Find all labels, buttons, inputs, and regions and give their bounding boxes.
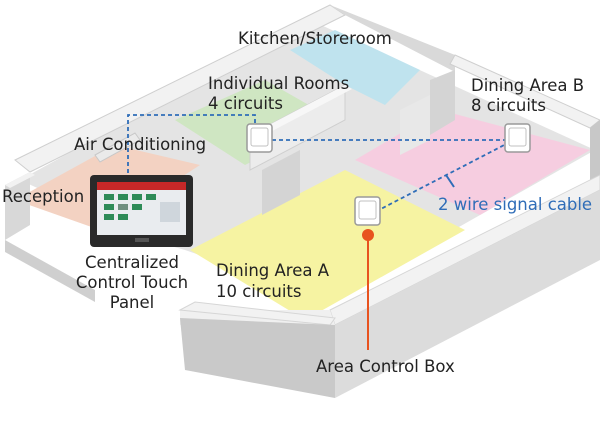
signal-cable-tick: [445, 174, 455, 188]
signal-cable-b-to-a: [374, 141, 511, 213]
partition-kitchen-top: [250, 85, 352, 139]
area-control-box-label: Area Control Box: [316, 357, 455, 376]
dining-area-a-circuits-label: 10 circuits: [216, 282, 302, 301]
left-wall-top: [5, 172, 35, 188]
individual-rooms-label: Individual Rooms: [208, 74, 350, 93]
signal-cable-label: 2 wire signal cable: [438, 195, 593, 214]
partition-center: [262, 150, 300, 215]
front-wall-left-side: [180, 318, 335, 398]
kitchen-zone: [290, 30, 420, 105]
partition-right: [430, 70, 455, 135]
air-conditioning-label: Air Conditioning: [74, 135, 207, 154]
front-wall-left-top2: [178, 301, 336, 326]
reception-wall: [5, 240, 95, 302]
reception-label: Reception: [2, 187, 85, 206]
touch-panel-label-line1: Centralized: [85, 253, 179, 272]
area-control-box-dining-b: [504, 123, 531, 153]
callout-dot: [362, 229, 374, 241]
left-wall: [5, 172, 30, 240]
dining-area-b-label: Dining Area B: [471, 76, 585, 95]
dining-area-b-circuits-label: 8 circuits: [471, 96, 546, 115]
individual-rooms-circuits-label: 4 circuits: [208, 94, 283, 113]
centralized-control-touch-panel: [90, 175, 193, 247]
touch-panel-label-line3: Panel: [109, 293, 155, 312]
area-control-box-dining-a: [354, 196, 381, 226]
area-control-box-rooms: [246, 123, 273, 153]
back-wall-right: [330, 5, 455, 72]
dining-a-zone: [190, 170, 465, 320]
front-wall-right-side: [335, 190, 600, 398]
touch-panel-label-line2: Control Touch: [75, 273, 189, 292]
dining-area-a-label: Dining Area A: [216, 261, 330, 280]
kitchen-storeroom-label: Kitchen/Storeroom: [238, 29, 392, 48]
air-conditioning-unit: [94, 132, 141, 163]
